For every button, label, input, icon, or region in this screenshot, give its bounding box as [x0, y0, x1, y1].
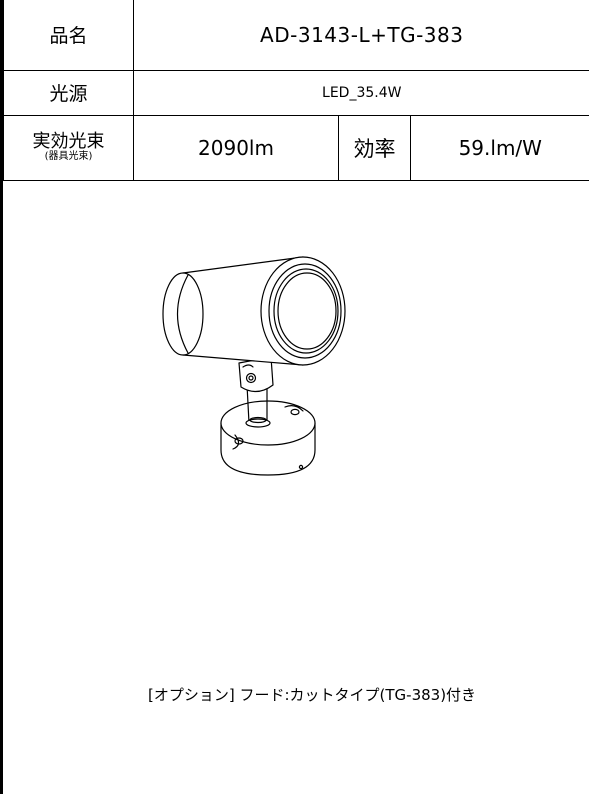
knuckle-bolt [245, 372, 257, 384]
source-label: 光源 [3, 69, 134, 116]
stem [246, 384, 268, 424]
lens-inner [277, 272, 337, 350]
body-top-edge [182, 256, 304, 274]
flux-label: 実効光束 [32, 130, 105, 152]
spec-row-name: 品名 AD-3143-L+TG-383 [3, 0, 589, 71]
stem-collar-inner [249, 416, 267, 424]
name-label: 品名 [3, 0, 134, 71]
knuckle-edge [242, 364, 254, 368]
efficiency-value: 59.lm/W [409, 114, 589, 181]
spotlight-fixture-illustration [162, 256, 346, 476]
base-hole [298, 464, 304, 470]
base-notch-right [284, 405, 304, 412]
spec-table: 品名 AD-3143-L+TG-383 光源 LED_35.4W 実効光束 (器… [3, 0, 589, 181]
flux-label-cell: 実効光束 (器具光束) [3, 114, 134, 181]
option-caption: [オプション] フード:カットタイプ(TG-383)付き [148, 686, 477, 704]
spec-row-source: 光源 LED_35.4W [3, 69, 589, 116]
body-back-rim [176, 274, 189, 354]
base-side [220, 422, 316, 476]
body-bottom-edge [182, 354, 304, 366]
source-value: LED_35.4W [132, 69, 589, 116]
spec-row-flux: 実効光束 (器具光束) 2090lm 効率 59.lm/W [3, 114, 589, 181]
flux-value: 2090lm [133, 114, 339, 181]
bezel-ring [268, 263, 342, 359]
body-back-cap [162, 272, 204, 356]
flux-sublabel: (器具光束) [44, 150, 93, 162]
base-screw-left [234, 437, 244, 445]
base-screw-right [290, 408, 300, 416]
efficiency-label: 効率 [338, 114, 411, 181]
knuckle-bolt-inner [248, 375, 254, 381]
name-value: AD-3143-L+TG-383 [132, 0, 589, 71]
lens [273, 268, 339, 354]
